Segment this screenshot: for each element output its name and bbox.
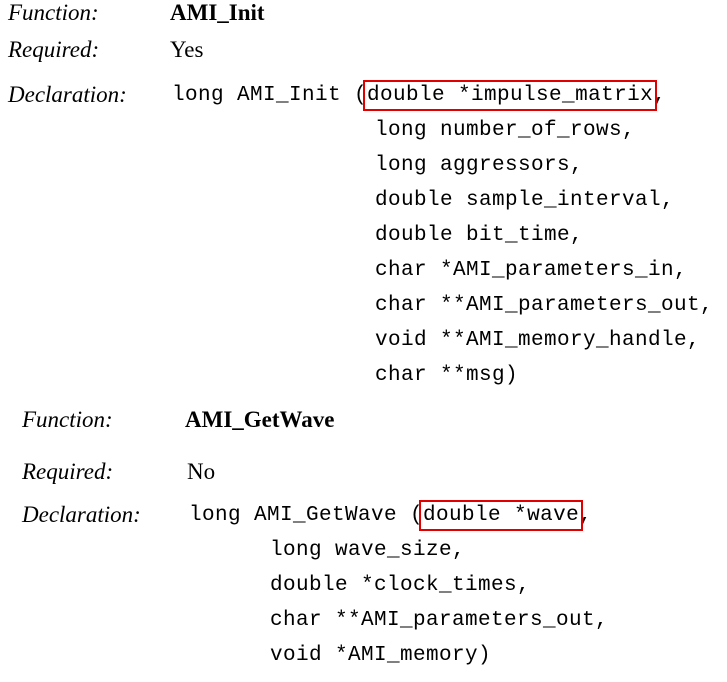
parameter: void *AMI_memory) [270, 644, 492, 667]
parameter: char **AMI_parameters_out, [270, 609, 609, 632]
parameter: void **AMI_memory_handle, [375, 329, 701, 352]
declaration-label: Declaration: [8, 82, 127, 107]
highlighted-parameter: double *impulse_matrix [363, 80, 658, 111]
function-name: AMI_Init [170, 0, 265, 25]
function-label: Function: [22, 407, 113, 432]
parameter: long number_of_rows, [375, 119, 636, 142]
declaration-line: long AMI_GetWave (double *wave, [189, 500, 593, 531]
required-label: Required: [22, 459, 114, 484]
parameter: long aggressors, [375, 154, 584, 177]
parameter: double sample_interval, [375, 189, 675, 212]
required-value: No [187, 459, 216, 484]
function-label: Function: [8, 0, 99, 25]
parameter: char **msg) [375, 364, 519, 387]
highlighted-parameter: double *wave [419, 500, 584, 531]
declaration-prefix: long AMI_Init ( [172, 84, 368, 107]
declaration-line: long AMI_Init (double *impulse_matrix, [172, 80, 667, 111]
parameter: double *clock_times, [270, 574, 531, 597]
required-value: Yes [170, 37, 204, 62]
parameter: long wave_size, [270, 539, 466, 562]
comma: , [653, 84, 667, 107]
function-name: AMI_GetWave [185, 407, 335, 432]
declaration-label: Declaration: [22, 502, 141, 527]
parameter: char **AMI_parameters_out, [375, 294, 714, 317]
parameter: char *AMI_parameters_in, [375, 259, 688, 282]
parameter: double bit_time, [375, 224, 584, 247]
declaration-prefix: long AMI_GetWave ( [189, 504, 424, 527]
required-label: Required: [8, 37, 100, 62]
comma: , [579, 504, 593, 527]
